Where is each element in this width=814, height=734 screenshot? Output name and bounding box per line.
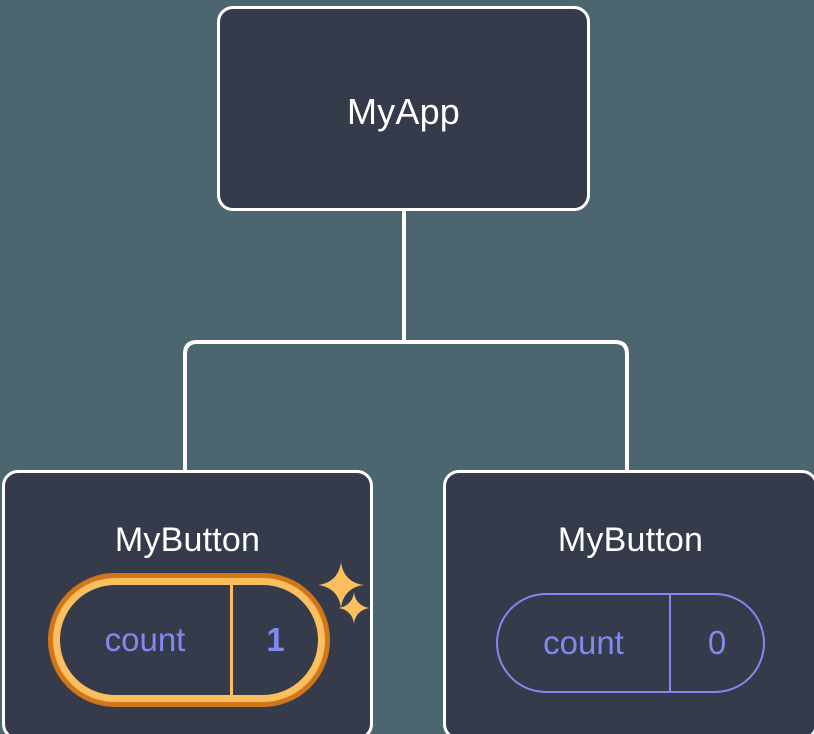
node-mybutton-left[interactable]: MyButton count 1	[2, 470, 373, 734]
node-mybutton-left-title: MyButton	[114, 521, 261, 559]
state-pill-left-inner-ring: count 1	[53, 578, 325, 702]
state-pill-left-key: count	[60, 585, 233, 695]
node-mybutton-right[interactable]: MyButton count 0	[443, 470, 814, 734]
node-myapp-title: MyApp	[346, 91, 461, 132]
state-pill-left-value: 1	[266, 621, 285, 658]
state-pill-right-key: count	[498, 595, 671, 691]
state-pill-right-value: 0	[707, 624, 727, 661]
state-pill-count-right[interactable]: count 0	[496, 593, 765, 693]
node-mybutton-right-title: MyButton	[557, 521, 704, 559]
connector-branch-rail	[183, 340, 629, 470]
node-myapp[interactable]: MyApp	[217, 6, 590, 211]
state-pill-count-left[interactable]: count 1	[48, 573, 330, 707]
